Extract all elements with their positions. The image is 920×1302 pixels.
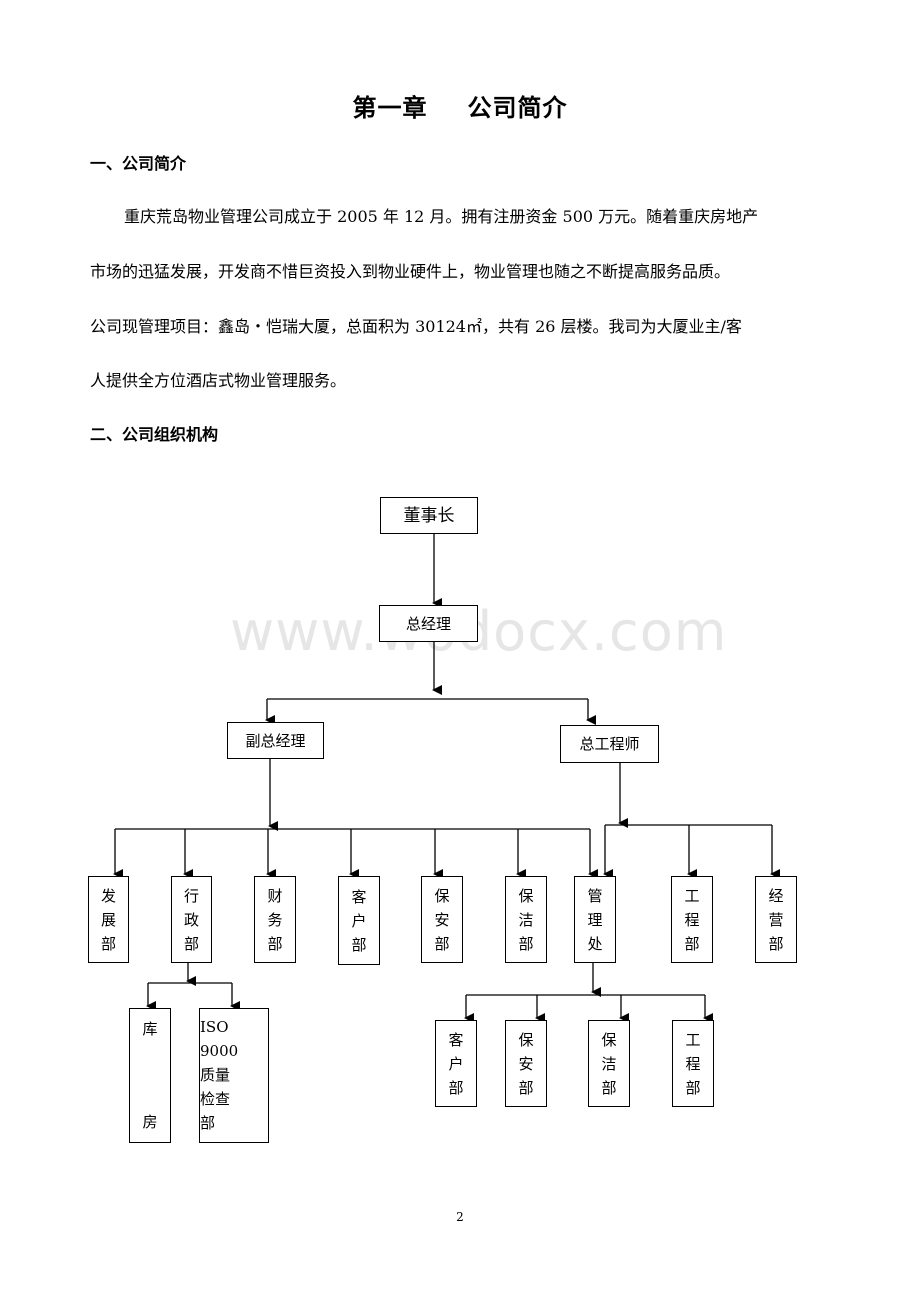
- org-node-customer-dept: 客 户 部: [338, 876, 380, 965]
- node-char: 务: [267, 910, 283, 929]
- org-node-operations-dept: 经 营 部: [755, 876, 797, 963]
- org-node-management-office: 管 理 处: [574, 876, 616, 963]
- node-char: 户: [448, 1054, 464, 1073]
- org-node-engineering-dept: 工 程 部: [671, 876, 713, 963]
- node-char: 管: [587, 886, 603, 905]
- node-char: 客: [351, 887, 367, 906]
- org-node-chief-engineer: 总工程师: [560, 725, 659, 763]
- node-char: 保: [434, 886, 450, 905]
- node-char: 部: [448, 1078, 464, 1097]
- node-char: 洁: [601, 1054, 617, 1073]
- org-node-iso-quality-dept: ISO 9000 质量 检查 部: [199, 1008, 269, 1143]
- paragraph-line: 市场的迅猛发展，开发商不惜巨资投入到物业硬件上，物业管理也随之不断提高服务品质。: [90, 262, 731, 281]
- node-char: 展: [100, 910, 116, 929]
- paragraph-line: 人提供全方位酒店式物业管理服务。: [90, 371, 347, 390]
- node-char: 经: [768, 886, 784, 905]
- node-char: 财: [267, 886, 283, 905]
- node-char: 部: [351, 935, 367, 954]
- node-char: 安: [434, 910, 450, 929]
- node-text: 部: [200, 1114, 216, 1132]
- node-char: 房: [142, 1113, 158, 1131]
- node-char: 部: [434, 934, 450, 953]
- org-node-finance-dept: 财 务 部: [254, 876, 296, 963]
- node-text: 质量: [200, 1066, 231, 1084]
- node-char: 安: [518, 1054, 534, 1073]
- node-char: 处: [587, 934, 603, 953]
- node-char: 部: [768, 934, 784, 953]
- node-char: 保: [518, 1030, 534, 1049]
- node-char: 工: [684, 886, 700, 905]
- org-node-chairman: 董事长: [380, 497, 478, 534]
- node-char: 发: [100, 886, 116, 905]
- node-char: 部: [684, 934, 700, 953]
- page-number: 2: [456, 1210, 464, 1224]
- org-node-cleaning-dept: 保 洁 部: [505, 876, 547, 963]
- node-char: 营: [768, 910, 784, 929]
- node-char: 客: [448, 1030, 464, 1049]
- node-char: 程: [685, 1054, 701, 1073]
- node-text: 检查: [200, 1090, 231, 1108]
- node-char: 户: [351, 911, 367, 930]
- org-node-warehouse: 库 房: [129, 1008, 171, 1143]
- chapter-title: 第一章 公司简介: [0, 88, 920, 123]
- node-char: 部: [685, 1078, 701, 1097]
- chapter-number: 第一章: [352, 94, 428, 122]
- node-char: 保: [518, 886, 534, 905]
- node-text: ISO: [200, 1018, 229, 1036]
- node-char: 部: [267, 934, 283, 953]
- section-heading-org: 二、公司组织机构: [90, 425, 219, 444]
- node-char: 行: [183, 886, 199, 905]
- node-char: 部: [601, 1078, 617, 1097]
- org-node-office-engineering: 工 程 部: [672, 1020, 714, 1107]
- watermark: www.wodocx.com: [230, 600, 728, 663]
- org-node-admin-dept: 行 政 部: [171, 876, 212, 963]
- org-node-security-dept: 保 安 部: [421, 876, 463, 963]
- node-char: 部: [183, 934, 199, 953]
- node-char: 库: [142, 1020, 158, 1038]
- org-node-general-manager: 总经理: [379, 605, 478, 642]
- node-char: 保: [601, 1030, 617, 1049]
- node-char: 工: [685, 1030, 701, 1049]
- org-node-office-cleaning: 保 洁 部: [588, 1020, 630, 1107]
- chapter-name: 公司简介: [467, 94, 568, 122]
- paragraph-line: 重庆荒岛物业管理公司成立于 2005 年 12 月。拥有注册资金 500 万元。…: [124, 207, 759, 226]
- paragraph-line: 公司现管理项目：鑫岛・恺瑞大厦，总面积为 30124㎡，共有 26 层楼。我司为…: [90, 317, 742, 336]
- org-node-office-customer: 客 户 部: [435, 1020, 477, 1107]
- node-char: 理: [587, 910, 603, 929]
- section-heading-intro: 一、公司简介: [90, 154, 187, 173]
- node-char: 部: [100, 934, 116, 953]
- node-char: 部: [518, 1078, 534, 1097]
- node-char: 部: [518, 934, 534, 953]
- node-char: 政: [183, 910, 199, 929]
- org-node-development-dept: 发 展 部: [88, 876, 129, 963]
- node-char: 程: [684, 910, 700, 929]
- node-char: 洁: [518, 910, 534, 929]
- org-node-office-security: 保 安 部: [505, 1020, 547, 1107]
- node-text: 9000: [200, 1042, 239, 1060]
- org-node-deputy-gm: 副总经理: [227, 722, 324, 759]
